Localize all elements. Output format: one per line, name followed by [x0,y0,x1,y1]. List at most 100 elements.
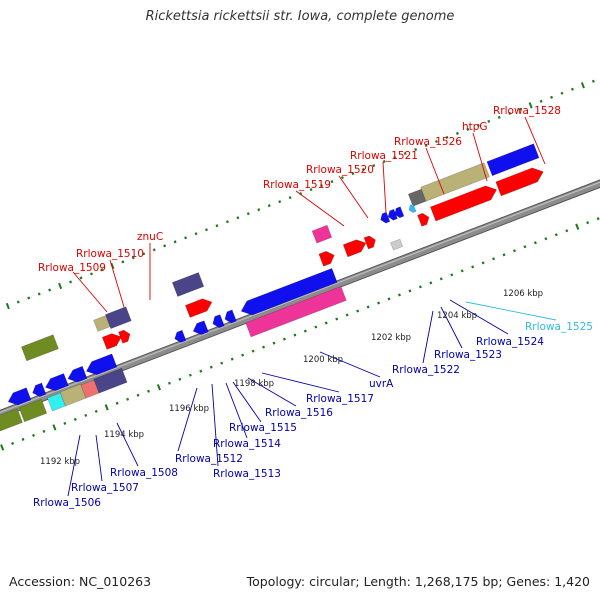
tick-mark [121,260,125,264]
tick-mark [335,317,339,321]
label-leader-line [72,271,108,313]
gene-feature [311,224,333,244]
tick-mark [58,282,63,290]
gene-feature [245,286,347,338]
label-leader-line [109,259,125,308]
gene-label: znuC [137,231,163,243]
gene-feature [101,333,122,350]
tick-mark [173,240,177,244]
gene-label: Rrlowa_1526 [394,136,462,148]
label-leader-line [247,377,297,407]
forward-tick-rail [5,79,595,310]
tick-mark [455,131,459,135]
tick-mark [351,172,355,176]
tick-mark [591,79,595,83]
tick-mark [156,384,161,391]
tick-mark [580,82,585,89]
tick-mark [199,369,203,373]
tick-mark [110,262,115,270]
label-leader-line [295,190,345,227]
tick-mark [288,196,292,200]
gene-label: Rrlowa_1519 [263,179,331,191]
gene-feature [417,212,430,227]
tick-mark [435,139,438,143]
gene-feature [59,383,87,407]
tick-mark [205,228,208,232]
tick-mark [460,269,464,273]
tick-mark [16,300,20,304]
gene-feature [174,329,187,343]
gene-label: Rrlowa_1512 [175,453,243,465]
tick-mark [377,301,381,305]
label-leader-line [225,382,248,439]
tick-mark [513,249,516,253]
tick-mark [414,147,418,152]
tick-mark [272,341,276,345]
tick-mark [372,164,376,168]
tick-mark [429,281,433,285]
scale-label-kbp: 1192 kbp [40,457,80,467]
gene-feature [420,162,490,202]
gene-feature [407,188,427,207]
gene-label: Rrlowa_1507 [71,482,139,494]
tick-mark [466,127,470,131]
tick-mark [184,236,188,240]
gene-label: Rrlowa_1525 [525,321,593,333]
gene-label: Rrlowa_1521 [350,150,418,162]
gene-label: htpG [462,121,488,133]
gene-feature [32,382,47,397]
gene-label: Rrlowa_1509 [38,262,106,274]
tick-mark [262,345,265,349]
tick-mark [554,233,558,237]
gene-feature [45,373,69,392]
tick-mark [209,365,213,369]
tick-mark [361,168,365,172]
tick-mark [194,232,198,236]
tick-mark [570,87,574,91]
accession-text: Accession: NC_010263 [9,574,152,589]
tick-mark [565,229,569,233]
tick-mark [136,393,140,397]
label-leader-line [524,116,546,165]
tick-mark [37,292,41,296]
tick-mark [147,389,150,393]
gene-feature [430,185,498,222]
gene-feature [0,408,23,432]
tick-mark [267,204,271,208]
tick-mark [21,437,25,441]
label-leader-line [211,383,219,467]
reverse-tick-rail [0,217,600,451]
tick-mark [340,176,344,180]
tick-mark [533,241,537,245]
tick-mark [84,413,88,417]
gene-feature [394,206,405,219]
tick-mark [215,224,219,228]
gene-feature [342,239,367,258]
tick-mark [100,268,104,272]
tick-mark [236,216,240,220]
gene-feature [318,250,335,267]
tick-mark [408,289,412,293]
tick-mark [523,245,527,249]
genome-backbone [0,179,600,419]
tick-mark [481,261,485,265]
backbone-highlight [0,181,600,414]
tick-mark [518,107,522,111]
gene-feature [390,238,404,251]
tick-mark [387,297,391,301]
tick-mark [424,143,428,147]
label-leader-line [425,147,445,195]
label-leader-line [95,434,103,482]
label-leader-line [177,387,198,452]
tick-mark [320,184,323,188]
tick-mark [539,99,543,103]
gene-label: Rrlowa_1510 [76,248,144,260]
tick-mark [63,421,67,425]
tick-mark [5,302,10,310]
gene-label: uvrA [369,378,394,390]
backbone-line [0,180,600,418]
scale-label-kbp: 1198 kbp [234,379,274,389]
tick-mark [178,377,182,381]
tick-mark [246,212,250,216]
